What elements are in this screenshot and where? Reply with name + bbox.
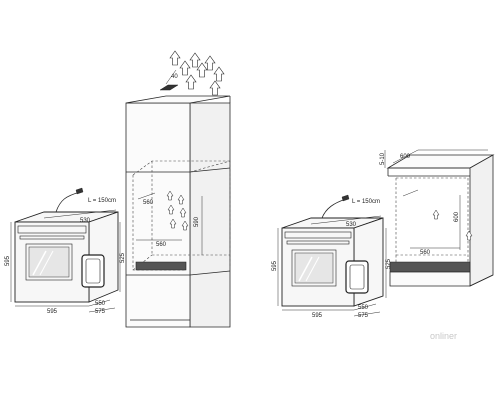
airflow-arrow-icon — [179, 60, 191, 76]
left-niche-height-label: 590 — [194, 216, 200, 227]
right-niche-width-label: 560 — [420, 250, 431, 256]
airflow-arrow-icon — [204, 55, 216, 71]
right-front-height-label: 525 — [386, 258, 392, 269]
airflow-arrow-icon — [189, 52, 201, 68]
airflow-arrow-icon — [166, 190, 174, 201]
airflow-arrow-icon — [169, 218, 177, 229]
left-cable-length-label: L = 150cm — [88, 198, 116, 204]
watermark-text: onliner — [430, 331, 457, 341]
left-inner-depth-label: 560 — [143, 200, 154, 206]
left-depth-top-label: 530 — [80, 218, 91, 224]
airflow-arrow-icon — [465, 230, 473, 241]
airflow-arrows-niche — [166, 190, 189, 231]
right-gap-label: 5-10 — [380, 152, 386, 165]
right-cable-length-label: L = 150cm — [352, 199, 380, 205]
right-depth-1-label: 550 — [358, 305, 369, 311]
left-width-label: 595 — [47, 309, 58, 315]
airflow-arrows-right — [432, 209, 473, 241]
undercounter-cabinet — [386, 154, 495, 287]
airflow-arrow-icon — [169, 50, 181, 66]
right-width-label: 595 — [312, 313, 323, 319]
airflow-arrow-icon — [181, 220, 189, 231]
vent-top-label: 40 — [171, 74, 178, 80]
left-oven — [14, 191, 119, 303]
right-oven — [281, 198, 384, 307]
airflow-arrow-icon — [167, 204, 175, 215]
power-plug-icon — [75, 187, 84, 195]
airflow-arrows-top — [169, 50, 225, 96]
column-cabinet — [125, 95, 231, 328]
airflow-arrow-icon — [196, 62, 208, 78]
airflow-arrow-icon — [213, 66, 225, 82]
right-depth-2-label: 575 — [358, 313, 369, 319]
right-oven-height-label: 595 — [272, 260, 278, 271]
power-plug-icon — [341, 194, 350, 202]
left-oven-height-label: 595 — [5, 255, 11, 266]
left-depth-1-label: 550 — [95, 301, 106, 307]
left-front-height-label: 525 — [120, 252, 126, 263]
right-niche-height-label: 600 — [454, 211, 460, 222]
airflow-arrow-icon — [177, 194, 185, 205]
right-depth-top-label: 530 — [346, 222, 357, 228]
airflow-arrow-icon — [432, 209, 440, 220]
airflow-arrow-icon — [185, 74, 197, 90]
airflow-arrow-icon — [179, 207, 187, 218]
right-top-depth-label: 600 — [400, 154, 411, 160]
left-depth-2-label: 575 — [95, 309, 106, 315]
left-niche-width-label: 560 — [156, 242, 167, 248]
vent-opening — [159, 84, 179, 91]
airflow-arrow-icon — [209, 80, 221, 96]
